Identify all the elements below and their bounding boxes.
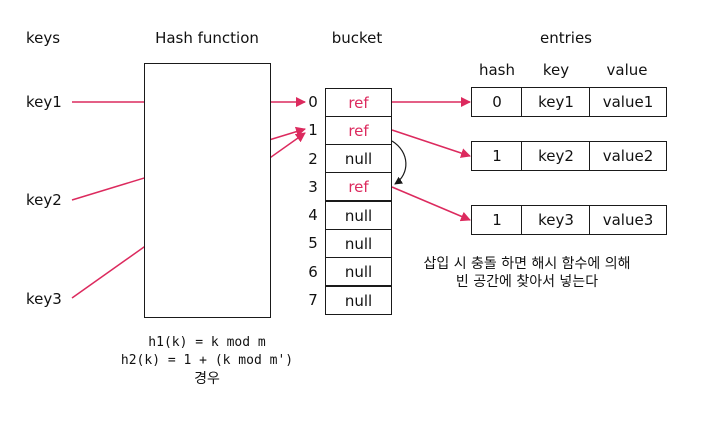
bucket-index: 2 [308,150,318,168]
key-label-1: key1 [26,93,62,111]
entries-header: entries [540,29,592,47]
formula-line-3: 경우 [194,371,220,387]
bucket-index: 6 [308,263,318,281]
bucket-index: 4 [308,206,318,224]
entry-key-cell: key3 [521,205,591,235]
key-label-3: key3 [26,290,62,308]
bucket-cell-null: null [325,144,392,173]
bucket-cell-null: null [325,257,392,286]
bucket-cell-null: null [325,201,392,230]
formula-line-2: h2(k) = 1 + (k mod m') [120,353,294,368]
collision-note-line-2: 빈 공간에 찾아서 넣는다 [455,274,599,290]
bucket-index: 3 [308,178,318,196]
bucket-index: 1 [308,121,318,139]
entry-value-cell: value2 [589,141,667,171]
entries-col-value: value [606,61,648,79]
entry-value-cell: value3 [589,205,667,235]
entries-col-hash: hash [478,61,516,79]
formula-line-1: h1(k) = k mod m [148,335,266,350]
bucket-1-to-entry-2-arrow [391,129,471,158]
entry-hash-cell: 1 [471,205,523,235]
bucket-index: 0 [308,93,318,111]
collision-note-line-1: 삽입 시 충돌 하면 해시 함수에 의해 [423,256,631,272]
entry-hash-cell: 0 [471,87,523,117]
bucket-cell-ref: ref [325,116,392,145]
bucket-index: 5 [308,234,318,252]
entry-hash-cell: 1 [471,141,523,171]
entry-value-cell: value1 [589,87,667,117]
entry-key-cell: key2 [521,141,591,171]
hash-function-header: Hash function [155,29,259,47]
entry-key-cell: key1 [521,87,591,117]
bucket-cell-null: null [325,286,392,315]
bucket-3-to-entry-3-arrow [391,186,471,222]
keys-header: keys [26,29,61,47]
collision-probe-arrow [391,140,407,185]
bucket-cell-null: null [325,229,392,258]
bucket-cell-ref: ref [325,172,392,201]
bucket-header: bucket [331,29,383,47]
key-label-2: key2 [26,191,62,209]
hash-function-box [144,63,271,318]
bucket-index: 7 [308,291,318,309]
entries-col-key: key [542,61,570,79]
bucket-cell-ref: ref [325,88,392,117]
